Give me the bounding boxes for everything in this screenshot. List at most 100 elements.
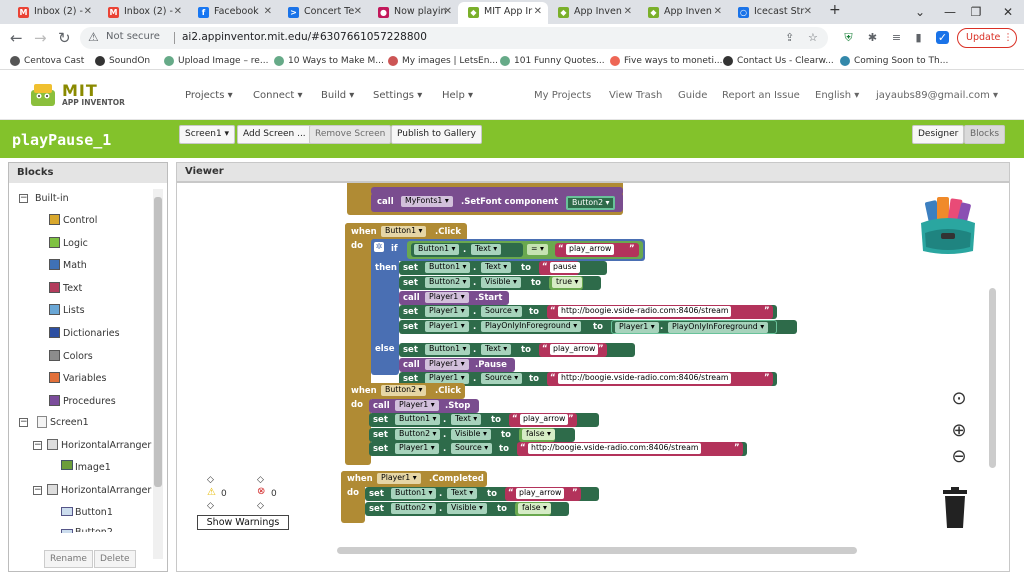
- maximize-icon[interactable]: ❐: [970, 5, 982, 19]
- top-link-0[interactable]: My Projects: [534, 90, 592, 101]
- tree-horizontal-arranger-2[interactable]: HorizontalArranger: [61, 485, 152, 496]
- zoom-in-icon[interactable]: ⊕: [951, 420, 967, 441]
- boolean-dropdown[interactable]: false ▾: [522, 429, 555, 440]
- component-dropdown[interactable]: Player1 ▾: [395, 443, 439, 454]
- component-dropdown[interactable]: Button2 ▾: [395, 429, 441, 440]
- string-value[interactable]: pause: [550, 262, 580, 273]
- text-play-arrow-1[interactable]: “ play_arrow ”: [555, 243, 639, 257]
- category-procedures[interactable]: Procedures: [63, 395, 116, 407]
- warning-up-icon[interactable]: ◇: [207, 475, 214, 485]
- restore-icon[interactable]: —: [944, 5, 956, 19]
- text-url[interactable]: “http://boogie.vside-radio.com:8406/stre…: [547, 372, 773, 386]
- bookmark-item[interactable]: Upload Image – re...: [164, 54, 268, 68]
- warning-down-icon[interactable]: ◇: [207, 501, 214, 511]
- bookmark-star-icon[interactable]: ☆: [808, 31, 818, 44]
- text-pause[interactable]: “pause”: [539, 261, 580, 275]
- browser-tab[interactable]: ○Icecast Str✕: [728, 2, 818, 24]
- close-tab-icon[interactable]: ✕: [353, 6, 362, 17]
- new-tab-button[interactable]: +: [829, 2, 841, 18]
- update-button[interactable]: Update ⋮: [957, 28, 1017, 48]
- text-play-arrow[interactable]: “play_arrow”: [509, 413, 577, 427]
- collapse-arranger2-icon[interactable]: −: [33, 485, 42, 495]
- blocks-button[interactable]: Blocks: [964, 125, 1006, 144]
- property-dropdown[interactable]: Text ▾: [451, 414, 482, 425]
- error-down-icon[interactable]: ◇: [257, 501, 264, 511]
- bookmark-item[interactable]: SoundOn: [95, 54, 150, 68]
- screen-selector[interactable]: Screen1 ▾: [179, 125, 236, 144]
- workspace-vertical-scrollbar[interactable]: [989, 288, 996, 468]
- collapse-arranger1-icon[interactable]: −: [33, 440, 42, 450]
- playlist-icon[interactable]: ≡: [891, 31, 902, 44]
- category-colors[interactable]: Colors: [63, 350, 93, 362]
- bookmark-item[interactable]: Coming Soon to Th...: [840, 54, 948, 68]
- category-text[interactable]: Text: [63, 282, 83, 294]
- string-value[interactable]: http://boogie.vside-radio.com:8406/strea…: [558, 373, 732, 384]
- rename-button[interactable]: Rename: [44, 550, 93, 568]
- close-tab-icon[interactable]: ✕: [263, 6, 272, 17]
- close-tab-icon[interactable]: ✕: [803, 6, 812, 17]
- component-dropdown[interactable]: Player1 ▾: [425, 306, 469, 317]
- pif-get-dropdown[interactable]: PlayOnlyInForeground ▾: [668, 322, 769, 333]
- center-target-icon[interactable]: ⊙: [951, 388, 967, 409]
- category-dictionaries[interactable]: Dictionaries: [63, 328, 120, 339]
- browser-tab[interactable]: ◆MIT App Ir✕: [458, 2, 548, 24]
- sidepanel-icon[interactable]: ▮: [915, 31, 922, 44]
- component-dropdown[interactable]: Button2 ▾: [425, 277, 471, 288]
- button1-click-event[interactable]: [345, 223, 371, 389]
- bookmark-item[interactable]: My images | LetsEn...: [388, 54, 498, 68]
- logic-false[interactable]: false ▾: [515, 502, 551, 516]
- category-logic[interactable]: Logic: [63, 237, 88, 249]
- blocks-panel-scrollbar[interactable]: [153, 189, 163, 559]
- text-play-arrow[interactable]: “play_arrow”: [505, 487, 581, 501]
- property-dropdown[interactable]: Visible ▾: [447, 503, 487, 514]
- top-link-3[interactable]: Report an Issue: [722, 90, 800, 101]
- browser-tab[interactable]: ●Now playin✕: [368, 2, 458, 24]
- property-dropdown[interactable]: Source ▾: [451, 443, 493, 454]
- trash-icon[interactable]: [939, 487, 971, 529]
- top-link-4[interactable]: English ▾: [815, 90, 860, 101]
- delete-button[interactable]: Delete: [94, 550, 136, 568]
- component-dropdown[interactable]: Player1 ▾: [425, 321, 469, 332]
- logic-true[interactable]: true ▾: [549, 276, 583, 290]
- add-screen-button[interactable]: Add Screen ...: [237, 125, 312, 144]
- zoom-out-icon[interactable]: ⊖: [951, 446, 967, 467]
- player1-dropdown[interactable]: Player1 ▾: [395, 400, 439, 411]
- button1-click-header[interactable]: when Button1 ▾ .Click: [345, 223, 467, 241]
- component-dropdown[interactable]: Button1 ▾: [425, 262, 471, 273]
- blocks-panel-scroll-thumb[interactable]: [154, 197, 162, 487]
- close-window-icon[interactable]: ✕: [1002, 5, 1014, 19]
- string-value[interactable]: play_arrow: [516, 488, 565, 499]
- string-value[interactable]: http://boogie.vside-radio.com:8406/strea…: [558, 306, 732, 317]
- blocks-workspace[interactable]: call MyFonts1 ▾ .SetFont component Butto…: [176, 182, 1010, 572]
- tree-screen1[interactable]: Screen1: [50, 417, 89, 428]
- shield-extension-icon[interactable]: ⛨: [844, 31, 853, 44]
- tree-button2[interactable]: Button2: [75, 527, 113, 532]
- back-icon[interactable]: ←: [10, 29, 23, 47]
- equals-dropdown[interactable]: = ▾: [527, 244, 548, 255]
- property-dropdown[interactable]: Visible ▾: [481, 277, 521, 288]
- button1-event-dropdown[interactable]: Button1 ▾: [381, 226, 427, 237]
- menu-help[interactable]: Help ▾: [442, 90, 473, 101]
- error-up-icon[interactable]: ◇: [257, 475, 264, 485]
- tree-horizontal-arranger-1[interactable]: HorizontalArranger: [61, 440, 152, 451]
- property-dropdown[interactable]: Text ▾: [447, 488, 478, 499]
- close-tab-icon[interactable]: ✕: [533, 6, 542, 17]
- bookmark-item[interactable]: Contact Us - Clearw...: [723, 54, 834, 68]
- property-dropdown[interactable]: Text ▾: [481, 344, 512, 355]
- bookmark-item[interactable]: 101 Funny Quotes...: [500, 54, 605, 68]
- player1-event-dropdown[interactable]: Player1 ▾: [377, 473, 421, 484]
- myfonts1-dropdown[interactable]: MyFonts1 ▾: [401, 196, 453, 207]
- reload-icon[interactable]: ↻: [58, 29, 71, 47]
- menu-build[interactable]: Build ▾: [321, 90, 355, 101]
- string-value[interactable]: http://boogie.vside-radio.com:8406/strea…: [528, 443, 702, 454]
- puzzle-extensions-icon[interactable]: ✱: [867, 31, 878, 44]
- component-dropdown[interactable]: Button2 ▾: [391, 503, 437, 514]
